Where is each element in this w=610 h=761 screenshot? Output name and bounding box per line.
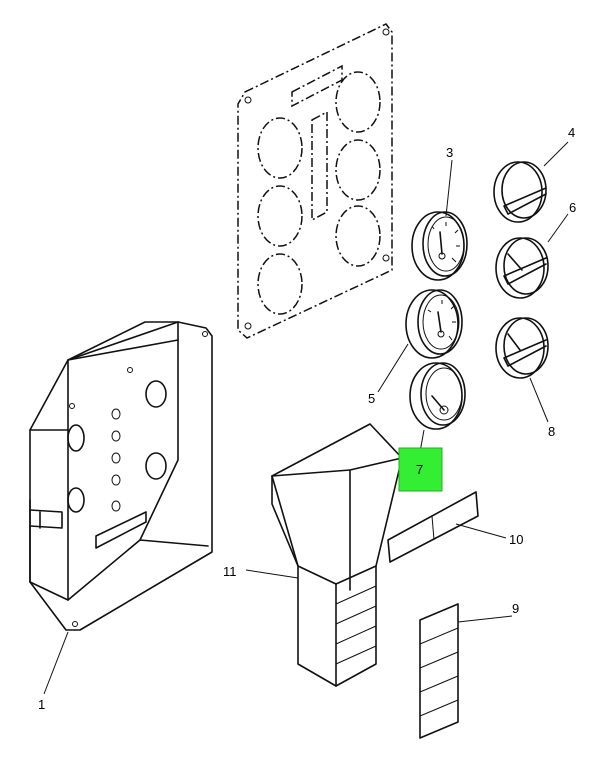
- gauge-item-8: [495, 317, 549, 379]
- decal-item-9: [419, 603, 459, 739]
- gauge-item-4: [493, 161, 547, 223]
- callout-5: 5: [368, 391, 375, 406]
- callout-11: 11: [223, 564, 237, 579]
- gauge-item-5: [405, 289, 463, 359]
- gauge-item-7: [409, 362, 466, 430]
- callout-3: 3: [446, 145, 453, 160]
- callout-4: 4: [568, 125, 575, 140]
- callout-6: 6: [569, 200, 576, 215]
- callout-1: 1: [38, 697, 45, 712]
- callout-10: 10: [509, 532, 523, 547]
- gauge-item-3: [411, 211, 468, 281]
- decal-item-10: [387, 491, 479, 563]
- phantom-gauge-panel-plate: [237, 23, 393, 339]
- cover-item-11: [271, 423, 403, 687]
- leader-lines: [43, 141, 569, 695]
- callout-8: 8: [548, 424, 555, 439]
- gauge-housing-panel: [29, 321, 213, 631]
- selected-callout-highlight: [398, 447, 443, 492]
- callout-7: 7: [416, 462, 423, 477]
- gauge-item-6: [495, 237, 549, 299]
- callout-9: 9: [512, 601, 519, 616]
